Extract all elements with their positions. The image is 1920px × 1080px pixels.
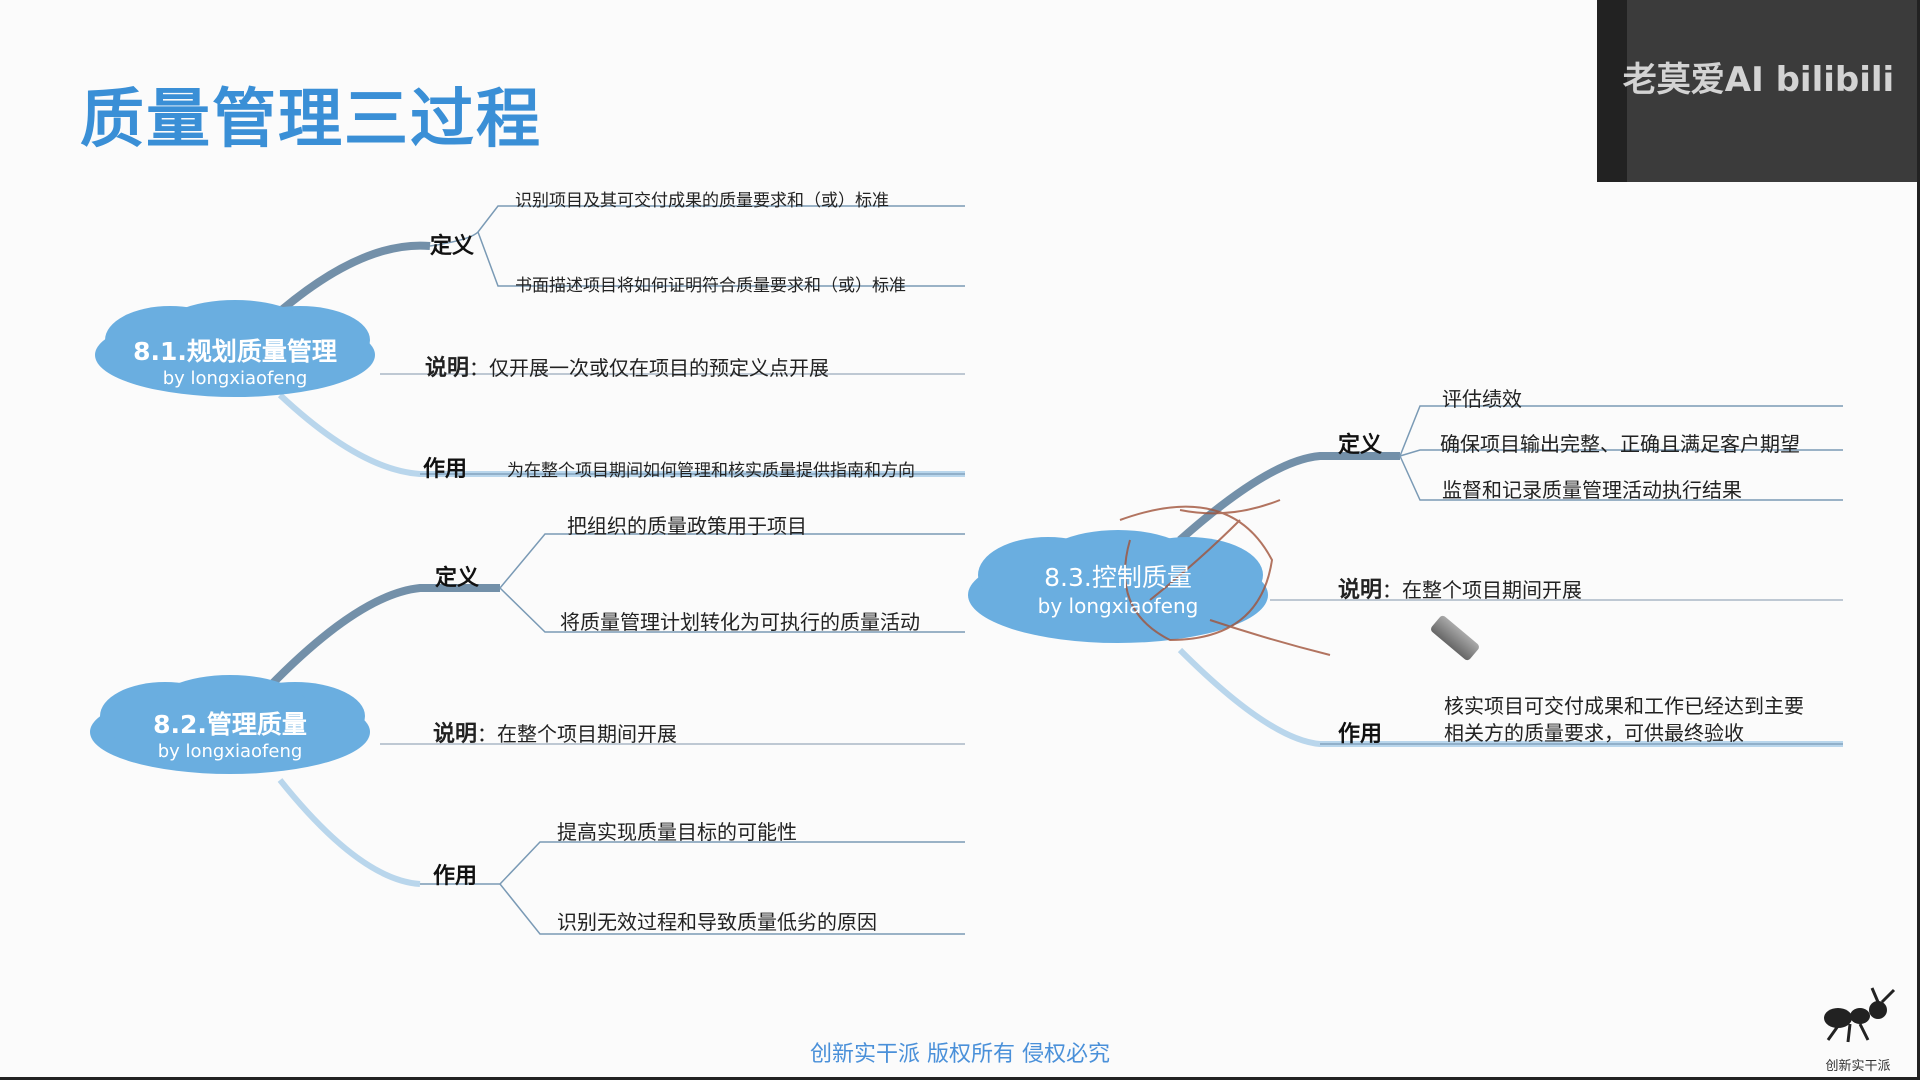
control-use-line: 相关方的质量要求，可供最终验收 <box>1444 721 1744 745</box>
cloud-shape-manage <box>90 675 370 774</box>
plan-desc: 说明：仅开展一次或仅在项目的预定义点开展 <box>425 350 829 382</box>
control-def-item: 评估绩效 <box>1442 387 1522 411</box>
ant-logo: 创新实干派 <box>1808 978 1908 1074</box>
node-control-author: by longxiaofeng <box>1037 594 1199 618</box>
node-control: 8.3.控制质量 by longxiaofeng <box>968 558 1268 618</box>
node-plan: 8.1.规划质量管理 by longxiaofeng <box>95 332 375 389</box>
node-manage: 8.2.管理质量 by longxiaofeng <box>90 705 370 762</box>
plan-def-item: 书面描述项目将如何证明符合质量要求和（或）标准 <box>515 276 906 296</box>
video-watermark: 老莫爱AI bilibili <box>1622 60 1895 100</box>
manage-def-item: 将质量管理计划转化为可执行的质量活动 <box>560 610 920 634</box>
manage-use-label: 作用 <box>433 864 478 889</box>
plan-def-label: 定义 <box>430 234 475 259</box>
control-def-item: 监督和记录质量管理活动执行结果 <box>1442 478 1742 502</box>
page-title: 质量管理三过程 <box>80 83 542 157</box>
node-plan-author: by longxiaofeng <box>162 368 308 389</box>
node-manage-name: 8.2.管理质量 <box>153 710 307 739</box>
plan-use-label: 作用 <box>423 457 468 482</box>
manage-desc: 说明：在整个项目期间开展 <box>433 716 677 748</box>
plan-desc-text: ：仅开展一次或仅在项目的预定义点开展 <box>469 356 830 380</box>
control-desc: 说明：在整个项目期间开展 <box>1338 572 1582 604</box>
node-plan-name: 8.1.规划质量管理 <box>133 337 337 366</box>
control-desc-label: 说明 <box>1338 578 1383 603</box>
plan-desc-label: 说明 <box>425 356 470 381</box>
control-def-item: 确保项目输出完整、正确且满足客户期望 <box>1440 432 1800 456</box>
manage-desc-text: ：在整个项目期间开展 <box>477 722 678 746</box>
bottom-border <box>0 1077 1920 1080</box>
logo-caption: 创新实干派 <box>1825 1059 1891 1074</box>
manage-use-item: 提高实现质量目标的可能性 <box>557 820 797 844</box>
control-use-line: 核实项目可交付成果和工作已经达到主要 <box>1444 694 1804 718</box>
cloud-shape-plan <box>95 300 375 397</box>
ant-icon <box>1824 987 1896 1043</box>
control-desc-text: ：在整个项目期间开展 <box>1382 578 1583 602</box>
copyright-footer: 创新实干派 版权所有 侵权必究 <box>810 1042 1110 1067</box>
node-manage-author: by longxiaofeng <box>157 741 303 762</box>
plan-use-text: 为在整个项目期间如何管理和核实质量提供指南和方向 <box>507 461 915 481</box>
manage-desc-label: 说明 <box>433 722 478 747</box>
plan-def-item: 识别项目及其可交付成果的质量要求和（或）标准 <box>515 191 889 211</box>
video-overlay: 老莫爱AI bilibili <box>1597 0 1920 182</box>
bookshelf-image <box>1597 0 1627 182</box>
cloud-shape-control <box>968 530 1268 643</box>
manage-use-item: 识别无效过程和导致质量低劣的原因 <box>557 910 877 934</box>
control-use-label: 作用 <box>1338 722 1383 747</box>
manage-def-item: 把组织的质量政策用于项目 <box>567 514 807 538</box>
right-border <box>1917 0 1920 1080</box>
manage-def-label: 定义 <box>435 566 480 591</box>
node-control-name: 8.3.控制质量 <box>1044 563 1192 592</box>
control-def-label: 定义 <box>1338 433 1383 458</box>
